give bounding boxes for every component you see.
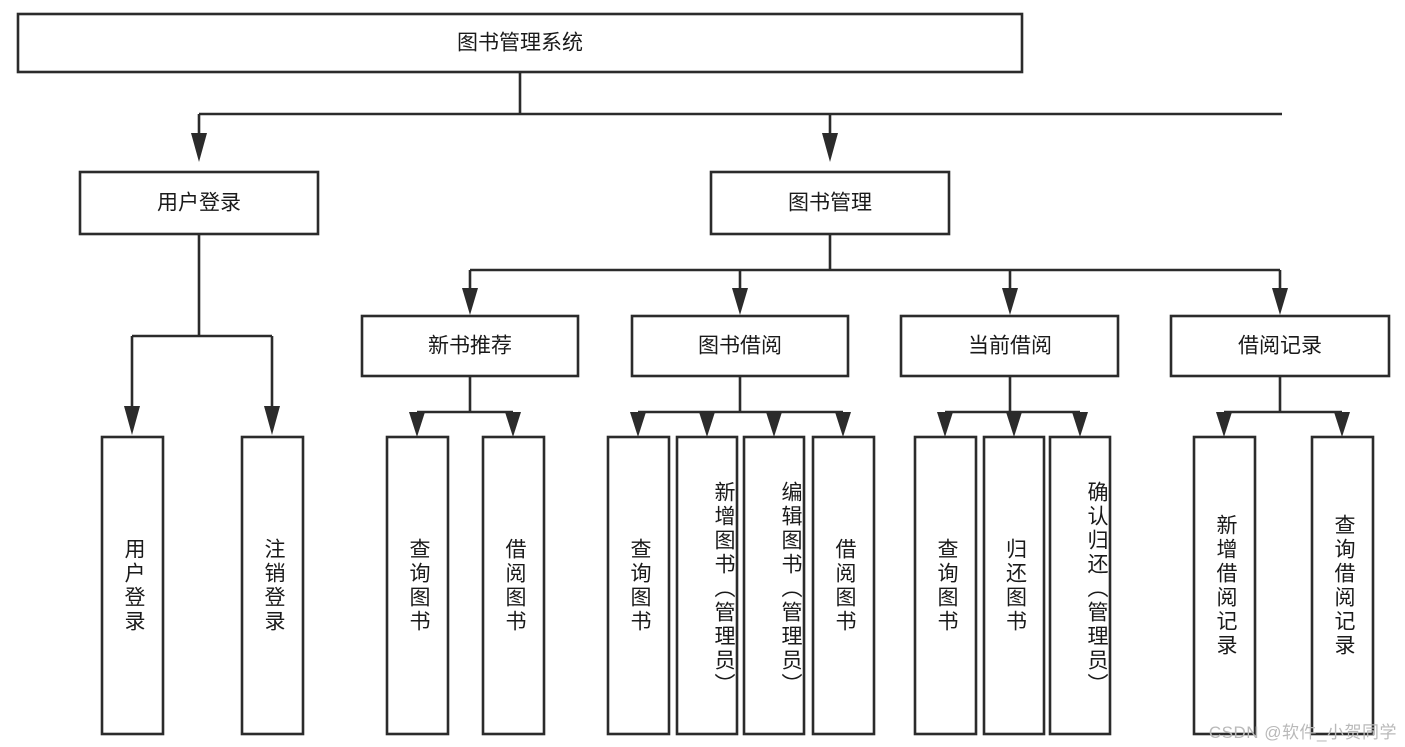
node-new-book-recommend[interactable]: 新书推荐 — [360, 314, 580, 378]
node-book-borrow[interactable]: 图书借阅 — [630, 314, 850, 378]
arrow-head-icon — [1072, 412, 1088, 437]
arrow-head-icon — [822, 133, 838, 162]
node-user-login[interactable]: 用户登录 — [78, 170, 320, 236]
arrow-head-icon — [191, 133, 207, 162]
leaf-box-query-book-1[interactable] — [385, 435, 450, 736]
arrow-head-icon — [835, 412, 851, 437]
node-book-management[interactable]: 图书管理 — [709, 170, 951, 236]
arrow-head-icon — [124, 406, 140, 435]
node-root[interactable]: 图书管理系统 — [16, 12, 1024, 74]
arrow-head-icon — [766, 412, 782, 437]
leaf-box-logout[interactable] — [240, 435, 305, 736]
leaf-box-user-login[interactable] — [100, 435, 165, 736]
leaf-box-query-borrow-record[interactable] — [1310, 435, 1375, 736]
csdn-watermark: CSDN @软件_小贺同学 — [1208, 723, 1397, 742]
node-new-book-recommend-label: 新书推荐 — [428, 335, 512, 358]
node-current-borrow[interactable]: 当前借阅 — [899, 314, 1120, 378]
leaf-box-borrow-book-2[interactable] — [811, 435, 876, 736]
connector-book-borrow-to-leaves — [630, 376, 851, 437]
arrow-head-icon — [1216, 412, 1232, 437]
leaf-box-add-borrow-record[interactable] — [1192, 435, 1257, 736]
connector-new-book-recommend-to-leaves — [409, 376, 521, 437]
connector-current-borrow-to-leaves — [937, 376, 1088, 437]
leaf-box-return-book[interactable] — [982, 435, 1046, 736]
node-root-box[interactable] — [16, 12, 1024, 74]
leaf-box-confirm-return[interactable] — [1048, 435, 1112, 736]
leaf-box-edit-book[interactable] — [742, 435, 806, 736]
arrow-head-icon — [1272, 288, 1288, 315]
node-current-borrow-box[interactable] — [899, 314, 1120, 378]
arrow-head-icon — [732, 288, 748, 315]
arrow-head-icon — [462, 288, 478, 315]
node-user-login-label: 用户登录 — [157, 192, 241, 215]
arrow-head-icon — [264, 406, 280, 435]
arrow-head-icon — [1334, 412, 1350, 437]
leaf-box-query-book-3[interactable] — [913, 435, 978, 736]
node-borrow-record[interactable]: 借阅记录 — [1169, 314, 1391, 378]
arrow-head-icon — [1006, 412, 1022, 437]
arrow-head-icon — [505, 412, 521, 437]
arrow-head-icon — [937, 412, 953, 437]
node-book-borrow-label: 图书借阅 — [698, 335, 782, 358]
connector-user-login-to-leaves — [124, 234, 280, 435]
connector-borrow-record-to-leaves — [1216, 376, 1350, 437]
arrow-head-icon — [630, 412, 646, 437]
connector-root-to-level2 — [191, 72, 1282, 162]
leaf-box-borrow-book-1[interactable] — [481, 435, 546, 736]
arrow-head-icon — [1002, 288, 1018, 315]
leaf-box-query-book-2[interactable] — [606, 435, 671, 736]
node-user-login-box[interactable] — [78, 170, 320, 236]
node-current-borrow-label: 当前借阅 — [968, 335, 1052, 358]
node-new-book-recommend-box[interactable] — [360, 314, 580, 378]
connector-book-management-to-level3 — [462, 234, 1288, 315]
leaf-box-add-book[interactable] — [675, 435, 739, 736]
node-book-management-label: 图书管理 — [788, 192, 872, 215]
arrow-head-icon — [699, 412, 715, 437]
node-borrow-record-label: 借阅记录 — [1238, 335, 1322, 358]
node-root-label: 图书管理系统 — [457, 32, 583, 55]
arrow-head-icon — [409, 412, 425, 437]
